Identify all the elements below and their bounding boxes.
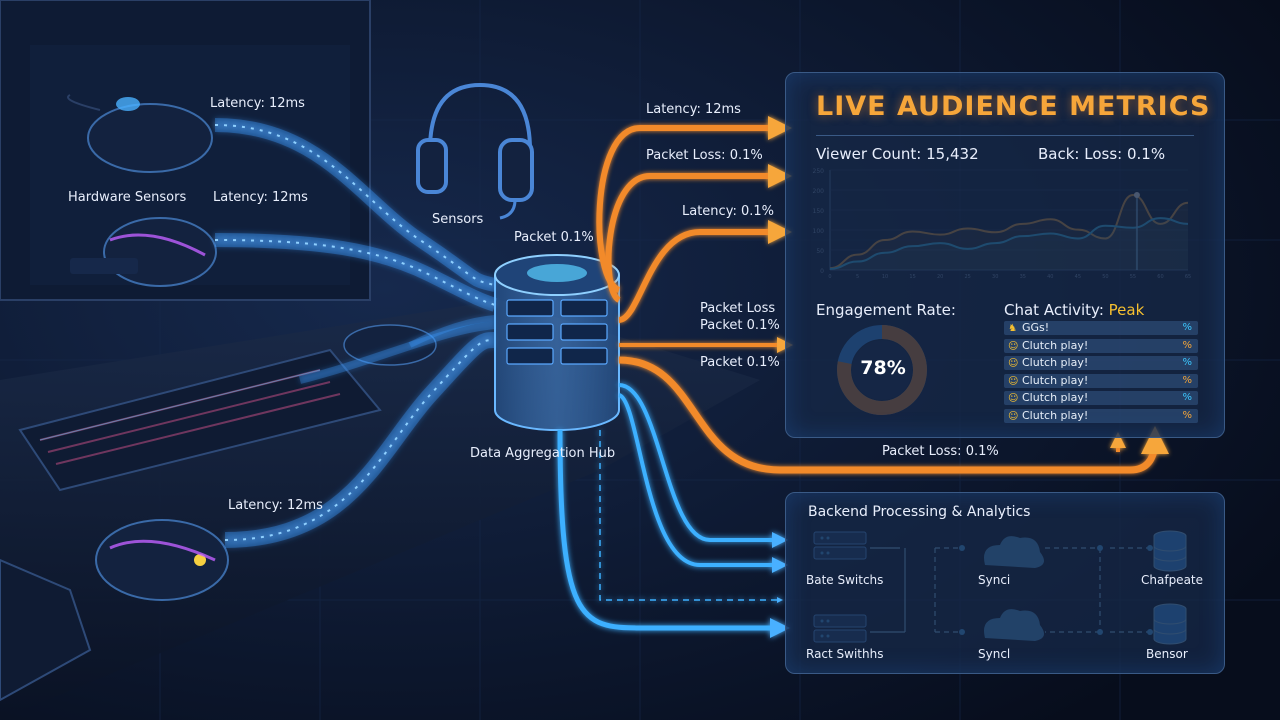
backend-processing-panel: Backend Processing & Analytics Bate Swit… (785, 492, 1225, 674)
engagement-value: 78% (860, 357, 906, 379)
chat-message-text: Clutch play! (1022, 391, 1089, 404)
orange-flow-5 (618, 356, 1169, 474)
chat-message: ☺Clutch play!% (1004, 356, 1198, 370)
avatar: ☺ (1008, 340, 1019, 352)
backend-title: Backend Processing & Analytics (808, 504, 1031, 520)
live-audience-metrics-panel: LIVE AUDIENCE METRICS Viewer Count: 15,4… (785, 72, 1225, 438)
out-packet-label: Packet 0.1% (700, 318, 780, 333)
backend-node-label: Ract Swithhs (806, 647, 884, 661)
avatar: ☺ (1008, 393, 1019, 404)
metrics-divider (816, 135, 1194, 136)
chat-message-text: Clutch play! (1022, 408, 1089, 422)
backend-flow-2 (617, 393, 788, 573)
chat-message-text: Clutch play! (1022, 356, 1089, 369)
viewer-count: Viewer Count: 15,432 (816, 145, 979, 163)
avatar: ☺ (1008, 375, 1019, 387)
hardware-sensors-label: Hardware Sensors (68, 190, 187, 205)
avatar: ☺ (1008, 358, 1019, 369)
backend-flow-1 (618, 383, 788, 548)
reaction-icon: % (1182, 374, 1192, 386)
data-aggregation-hub (494, 254, 620, 431)
keyboard-corner-icon (0, 558, 92, 702)
packet-label: Packet 0.1% (514, 230, 594, 245)
chat-activity-label: Chat Activity: Peak (1004, 301, 1144, 319)
mouse-top-icon (67, 94, 213, 173)
out-latency-label: Latency: 0.1% (682, 204, 774, 219)
chat-message: ☺Clutch play!% (1004, 391, 1198, 405)
reaction-icon: % (1182, 322, 1192, 333)
flow-top-core (214, 124, 496, 286)
blue-backend-flows (557, 383, 790, 638)
out-latency-label: Latency: 12ms (646, 102, 741, 117)
reaction-icon: % (1182, 392, 1192, 403)
orange-flow-3 (618, 220, 792, 323)
keyboard-icon (18, 348, 382, 492)
chat-label-text: Chat Activity: (1004, 301, 1104, 319)
flow-bottom-core (224, 339, 496, 541)
backend-node-label: Synci (978, 573, 1011, 587)
chat-message: ☺Clutch play!% (1004, 373, 1198, 388)
chat-message-text: Clutch play! (1022, 373, 1089, 387)
headset-icon (416, 82, 534, 220)
metrics-title: LIVE AUDIENCE METRICS (816, 91, 1211, 122)
reaction-icon: % (1182, 357, 1192, 368)
chat-message: ☺Clutch play!% (1004, 338, 1198, 353)
blue-data-flows (214, 118, 498, 548)
chat-message-text: Clutch play! (1022, 338, 1089, 352)
orange-flow-2 (605, 164, 792, 303)
flow-mouse (408, 315, 496, 348)
out-packet-loss-label: Packet Loss: 0.1% (882, 444, 999, 459)
chat-status: Peak (1108, 301, 1145, 319)
small-mouse-icon (343, 324, 437, 366)
mouse-bottom-icon (95, 519, 229, 601)
avatar: ♞ (1008, 323, 1017, 334)
reaction-icon: % (1182, 339, 1192, 351)
sensors-label: Sensors (432, 212, 484, 227)
chat-message: ♞ GGs!% (1004, 321, 1198, 335)
orange-data-flows (596, 116, 1169, 474)
backend-node-label: Bate Switchs (806, 573, 884, 587)
backend-node-label: Syncl (978, 647, 1011, 661)
out-packet-loss-label: Packet Loss: 0.1% (646, 148, 763, 163)
backend-flow-3 (557, 429, 790, 638)
avatar: ☺ (1008, 410, 1019, 422)
backend-flow-4 (599, 430, 783, 603)
latency-label: Latency: 12ms (228, 498, 323, 513)
latency-label: Latency: 12ms (210, 96, 305, 111)
back-loss: Back: Loss: 0.1% (1038, 145, 1166, 163)
backend-node-label: Bensor (1146, 647, 1188, 661)
hub-label: Data Aggregation Hub (470, 446, 616, 461)
latency-label: Latency: 12ms (213, 190, 308, 205)
flow-middle (214, 233, 498, 312)
chat-message: ☺Clutch play!% (1004, 408, 1198, 423)
chat-message-text: GGs! (1022, 321, 1050, 334)
reaction-icon: % (1182, 409, 1192, 421)
engagement-label: Engagement Rate: (816, 301, 956, 319)
out-packet-loss-label: Packet Loss (700, 301, 776, 316)
out-packet-label: Packet 0.1% (700, 355, 780, 370)
mouse-middle-icon (70, 217, 217, 287)
flow-keyboard (299, 321, 496, 384)
backend-node-label: Chafpeate (1141, 573, 1204, 587)
